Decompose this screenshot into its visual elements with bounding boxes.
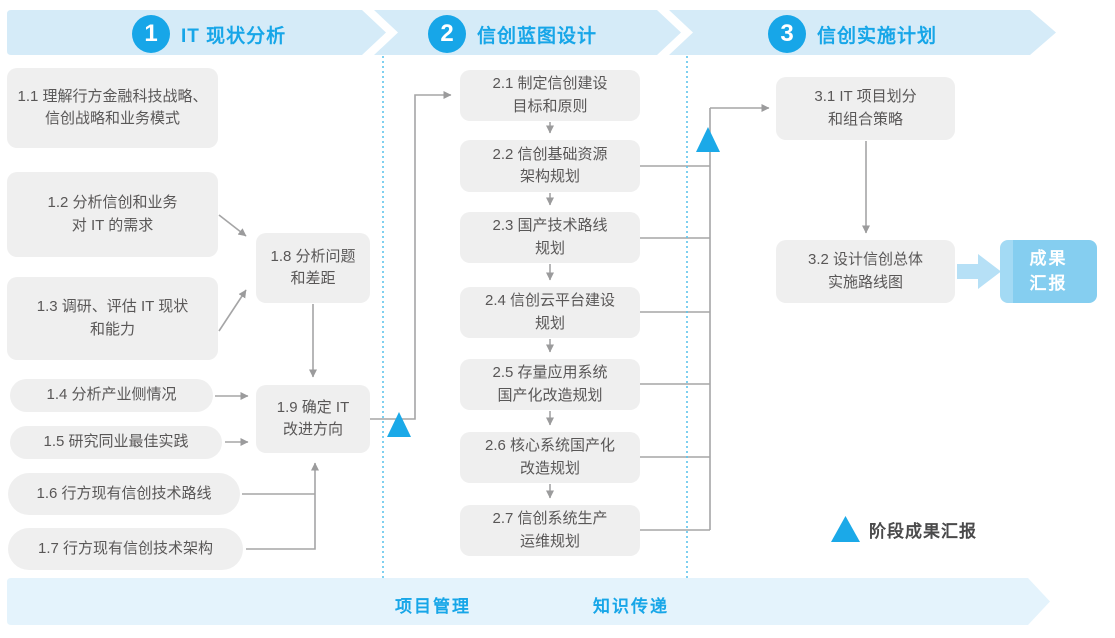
task-box-1-3: 1.3 调研、评估 IT 现状 和能力	[7, 277, 218, 360]
task-box-2-6-line2: 改造规划	[519, 459, 580, 477]
task-box-3-2-line1: 3.2 设计信创总体	[807, 251, 924, 268]
arrow-1-9-to-2-1	[370, 91, 452, 420]
task-box-2-3: 2.3 国产技术路线 规划	[460, 212, 640, 263]
task-box-1-2: 1.2 分析信创和业务 对 IT 的需求	[7, 172, 218, 257]
task-box-2-6-line1: 2.6 核心系统国产化	[484, 437, 616, 454]
bottom-band-project-management: 项目管理	[395, 597, 471, 616]
task-box-1-2-line2: 对 IT 的需求	[71, 216, 154, 234]
task-box-1-9-line1: 1.9 确定 IT	[276, 398, 350, 416]
task-box-2-7-line2: 运维规划	[519, 532, 580, 550]
task-box-2-3-line1: 2.3 国产技术路线	[492, 217, 608, 234]
task-box-2-1-line1: 2.1 制定信创建设	[492, 75, 608, 92]
stage-2-number-badge: 2	[428, 15, 466, 53]
task-box-2-4-line1: 2.4 信创云平台建设	[484, 292, 616, 309]
task-box-2-3-line2: 规划	[534, 239, 565, 257]
stage-1-title: IT 现状分析	[181, 25, 287, 47]
arrow-1-2-to-1-8	[218, 214, 247, 237]
task-box-1-6: 1.6 行方现有信创技术路线	[8, 473, 240, 515]
task-box-1-8: 1.8 分析问题 和差距	[256, 233, 370, 303]
stage-3-number-badge: 3	[768, 15, 806, 53]
stage-1-number-badge: 1	[132, 15, 170, 53]
phase1-band	[7, 10, 386, 55]
task-box-3-2: 3.2 设计信创总体 实施路线图	[776, 240, 955, 303]
task-box-2-1: 2.1 制定信创建设 目标和原则	[460, 70, 640, 121]
task-box-2-4: 2.4 信创云平台建设 规划	[460, 287, 640, 338]
task-box-2-5-line1: 2.5 存量应用系统	[492, 364, 608, 381]
task-box-1-8-line2: 和差距	[290, 270, 336, 287]
task-box-1-9: 1.9 确定 IT 改进方向	[256, 385, 370, 453]
task-box-2-6: 2.6 核心系统国产化 改造规划	[460, 432, 640, 483]
stage-3-title: 信创实施计划	[817, 25, 938, 47]
arrow-1-7-to-1-9	[246, 462, 319, 550]
stage-header-1: 1 IT 现状分析	[132, 14, 286, 54]
task-box-2-5: 2.5 存量应用系统 国产化改造规划	[460, 359, 640, 410]
result-fat-arrow	[957, 254, 1001, 289]
task-box-2-7: 2.7 信创系统生产 运维规划	[460, 505, 640, 556]
milestone-triangle-2	[696, 127, 720, 152]
task-box-1-2-line1: 1.2 分析信创和业务	[47, 194, 178, 211]
task-box-1-7: 1.7 行方现有信创技术架构	[8, 528, 243, 570]
bottom-band	[7, 578, 1050, 625]
task-box-2-4-line2: 规划	[534, 314, 565, 332]
legend-triangle-icon	[831, 516, 860, 542]
task-box-1-6-line1: 1.6 行方现有信创技术路线	[36, 484, 212, 502]
task-box-1-3-line1: 1.3 调研、评估 IT 现状	[36, 298, 189, 315]
task-box-3-1-line2: 和组合策略	[827, 110, 903, 128]
milestone-triangle-1	[387, 412, 411, 437]
task-box-2-2-line1: 2.2 信创基础资源	[492, 145, 608, 163]
task-box-2-2-line2: 架构规划	[519, 168, 580, 185]
task-box-2-2: 2.2 信创基础资源 架构规划	[460, 140, 640, 192]
task-box-3-1: 3.1 IT 项目划分 和组合策略	[776, 77, 955, 140]
task-box-1-8-line1: 1.8 分析问题	[270, 247, 356, 265]
stage-header-2: 2 信创蓝图设计	[428, 14, 597, 54]
task-box-1-5-line1: 1.5 研究同业最佳实践	[43, 433, 189, 451]
legend-label: 阶段成果汇报	[869, 522, 977, 541]
task-box-1-9-line2: 改进方向	[282, 421, 343, 438]
bottom-band-knowledge-transfer: 知识传递	[593, 597, 669, 616]
task-box-1-4: 1.4 分析产业侧情况	[10, 379, 213, 412]
task-box-1-7-line1: 1.7 行方现有信创技术架构	[37, 539, 214, 557]
task-box-3-1-line1: 3.1 IT 项目划分	[814, 88, 917, 105]
task-box-1-1-line2: 信创战略和业务模式	[44, 110, 180, 127]
task-box-1-1: 1.1 理解行方金融科技战略、 信创战略和业务模式	[7, 68, 218, 148]
task-box-2-7-line1: 2.7 信创系统生产	[492, 510, 608, 527]
result-report-line2: 汇报	[1029, 273, 1068, 293]
task-box-1-5: 1.5 研究同业最佳实践	[10, 426, 222, 459]
task-box-3-2-line2: 实施路线图	[827, 273, 903, 291]
phase3-band	[669, 10, 1056, 55]
result-report-line1: 成果	[1029, 248, 1068, 268]
stage-2-title: 信创蓝图设计	[477, 25, 598, 47]
task-box-1-3-line2: 和能力	[89, 320, 135, 338]
arrow-1-3-to-1-8	[218, 289, 247, 332]
task-box-2-5-line2: 国产化改造规划	[497, 386, 603, 404]
task-box-2-1-line2: 目标和原则	[512, 97, 588, 115]
task-box-1-4-line1: 1.4 分析产业侧情况	[46, 386, 177, 404]
task-box-1-1-line1: 1.1 理解行方金融科技战略、	[17, 87, 208, 105]
result-report-box: 成果 汇报	[1000, 240, 1097, 303]
stage-header-3: 3 信创实施计划	[768, 14, 937, 54]
